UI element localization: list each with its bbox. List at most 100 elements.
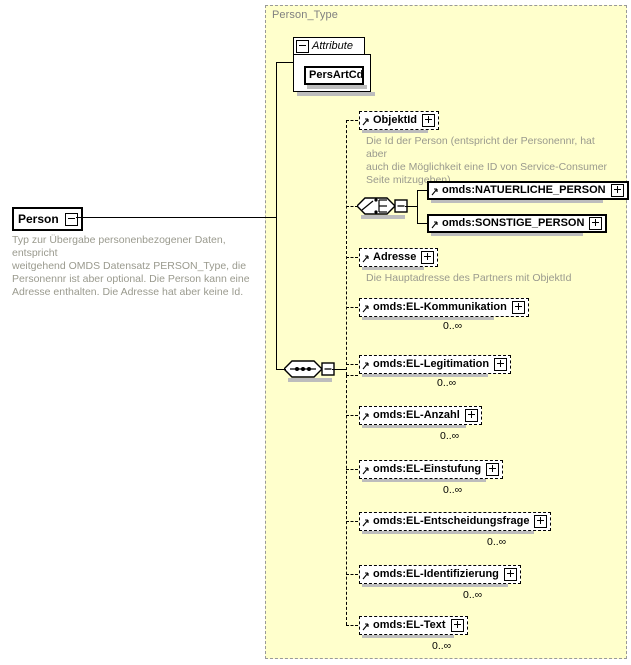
node-shadow-sonstige-person <box>431 232 583 236</box>
element-el-legitimation-expand-icon[interactable] <box>494 358 508 371</box>
connector-children-spine <box>346 120 347 375</box>
reference-arrow-icon <box>362 620 370 632</box>
connector-branch-einstufung <box>346 469 358 470</box>
occurs-el-entscheidungsfrage: 0..∞ <box>487 536 507 548</box>
node-shadow-adresse <box>362 266 424 270</box>
node-shadow-legitimation <box>362 373 488 377</box>
element-el-text-expand-icon[interactable] <box>450 619 464 632</box>
root-element-person[interactable]: Person <box>12 207 83 231</box>
element-adresse[interactable]: Adresse <box>359 248 439 267</box>
connector-sequence-out <box>332 369 346 370</box>
element-objektid-annotation: Die Id der Person (entspricht der Person… <box>366 135 608 186</box>
element-objektid-expand-icon[interactable] <box>422 114 436 127</box>
connector-root-vertical <box>276 217 277 370</box>
connector-branch-text <box>346 625 358 626</box>
connector-choice-spine <box>417 190 418 223</box>
connector-branch-identifizierung <box>346 574 358 575</box>
element-objektid[interactable]: ObjektId <box>359 111 440 130</box>
sequence-compositor[interactable] <box>284 358 335 382</box>
element-el-legitimation[interactable]: omds:EL-Legitimation <box>359 355 512 374</box>
element-el-anzahl-expand-icon[interactable] <box>464 409 478 422</box>
element-adresse-expand-icon[interactable] <box>421 251 435 264</box>
type-container-person-type <box>265 5 627 659</box>
occurs-el-einstufung: 0..∞ <box>443 484 463 496</box>
connector-branch-choice <box>346 206 358 207</box>
root-collapse-icon[interactable] <box>64 212 78 226</box>
node-shadow-text <box>362 634 454 638</box>
element-el-anzahl-label: omds:EL-Anzahl <box>373 409 460 421</box>
element-el-einstufung-label: omds:EL-Einstufung <box>373 463 482 475</box>
node-shadow-einstufung <box>362 478 486 482</box>
element-adresse-annotation: Die Hauptadresse des Partners mit Objekt… <box>366 272 572 284</box>
connector-children-spine-lower <box>346 375 347 625</box>
connector-branch-entscheidungsfrage <box>346 521 358 522</box>
connector-sequence-in <box>276 369 286 370</box>
connector-branch-anzahl-stub <box>346 375 358 376</box>
element-el-identifizierung-expand-icon[interactable] <box>503 568 517 581</box>
connector-branch-kommunikation <box>346 307 358 308</box>
occurs-el-text: 0..∞ <box>432 640 452 652</box>
node-shadow-identifizierung <box>362 583 508 587</box>
element-el-legitimation-label: omds:EL-Legitimation <box>373 358 490 370</box>
element-el-kommunikation-expand-icon[interactable] <box>511 301 525 314</box>
element-natuerliche-person-label: omds:NATUERLICHE_PERSON <box>442 184 606 196</box>
connector-attribute-vertical <box>276 62 277 218</box>
element-el-entscheidungsfrage-expand-icon[interactable] <box>534 515 548 528</box>
element-el-kommunikation[interactable]: omds:EL-Kommunikation <box>359 298 529 317</box>
reference-arrow-icon <box>362 115 370 127</box>
reference-arrow-icon <box>362 302 370 314</box>
element-sonstige-person-expand-icon[interactable] <box>589 217 603 230</box>
attribute-item-shadow <box>307 85 367 89</box>
connector-branch-legitimation <box>346 364 358 365</box>
element-el-entscheidungsfrage[interactable]: omds:EL-Entscheidungsfrage <box>359 512 552 531</box>
element-el-einstufung-expand-icon[interactable] <box>486 463 500 476</box>
connector-branch-anzahl <box>346 415 358 416</box>
element-el-text-label: omds:EL-Text <box>373 619 446 631</box>
root-annotation: Typ zur Übergabe personenbezogener Daten… <box>12 234 250 298</box>
element-el-identifizierung[interactable]: omds:EL-Identifizierung <box>359 565 521 584</box>
occurs-el-anzahl: 0..∞ <box>440 430 460 442</box>
reference-arrow-icon <box>362 359 370 371</box>
element-el-einstufung[interactable]: omds:EL-Einstufung <box>359 460 504 479</box>
connector-attribute-horizontal <box>276 62 294 63</box>
element-natuerliche-person[interactable]: omds:NATUERLICHE_PERSON <box>427 181 629 200</box>
attribute-collapse-icon[interactable] <box>296 39 309 53</box>
type-container-title: Person_Type <box>272 9 338 21</box>
attribute-persartcd[interactable]: PersArtCd <box>304 66 364 85</box>
element-el-text[interactable]: omds:EL-Text <box>359 616 468 635</box>
element-sonstige-person-label: omds:SONSTIGE_PERSON <box>442 217 585 229</box>
reference-arrow-icon <box>362 569 370 581</box>
node-shadow-kommunikation <box>362 316 494 320</box>
element-el-kommunikation-label: omds:EL-Kommunikation <box>373 301 507 313</box>
node-shadow-anzahl <box>362 424 466 428</box>
root-element-label: Person <box>18 212 59 226</box>
reference-arrow-icon <box>362 464 370 476</box>
attribute-persartcd-label: PersArtCd <box>309 69 364 81</box>
node-shadow-natuerliche-person <box>431 199 603 203</box>
element-el-entscheidungsfrage-label: omds:EL-Entscheidungsfrage <box>373 515 530 527</box>
occurs-el-legitimation: 0..∞ <box>437 377 457 389</box>
element-objektid-label: ObjektId <box>373 114 418 126</box>
connector-choice-out <box>405 206 417 207</box>
connector-branch-objektid <box>346 120 358 121</box>
choice-compositor[interactable] <box>357 195 408 219</box>
occurs-el-identifizierung: 0..∞ <box>463 589 483 601</box>
attribute-panel-tab[interactable]: Attribute <box>293 37 365 55</box>
node-shadow-objektid <box>362 129 428 133</box>
reference-arrow-icon <box>431 218 439 230</box>
element-el-identifizierung-label: omds:EL-Identifizierung <box>373 568 499 580</box>
reference-arrow-icon <box>362 252 370 264</box>
node-shadow-entscheidungsfrage <box>362 530 534 534</box>
element-sonstige-person[interactable]: omds:SONSTIGE_PERSON <box>427 214 608 233</box>
attribute-panel-shadow <box>297 92 375 96</box>
connector-branch-adresse <box>346 257 358 258</box>
attribute-tab-label: Attribute <box>312 40 353 52</box>
reference-arrow-icon <box>362 410 370 422</box>
element-natuerliche-person-expand-icon[interactable] <box>610 184 624 197</box>
connector-branch-natuerliche <box>417 190 427 191</box>
element-el-anzahl[interactable]: omds:EL-Anzahl <box>359 406 482 425</box>
occurs-el-kommunikation: 0..∞ <box>443 320 463 332</box>
connector-branch-sonstige <box>417 223 427 224</box>
reference-arrow-icon <box>431 185 439 197</box>
